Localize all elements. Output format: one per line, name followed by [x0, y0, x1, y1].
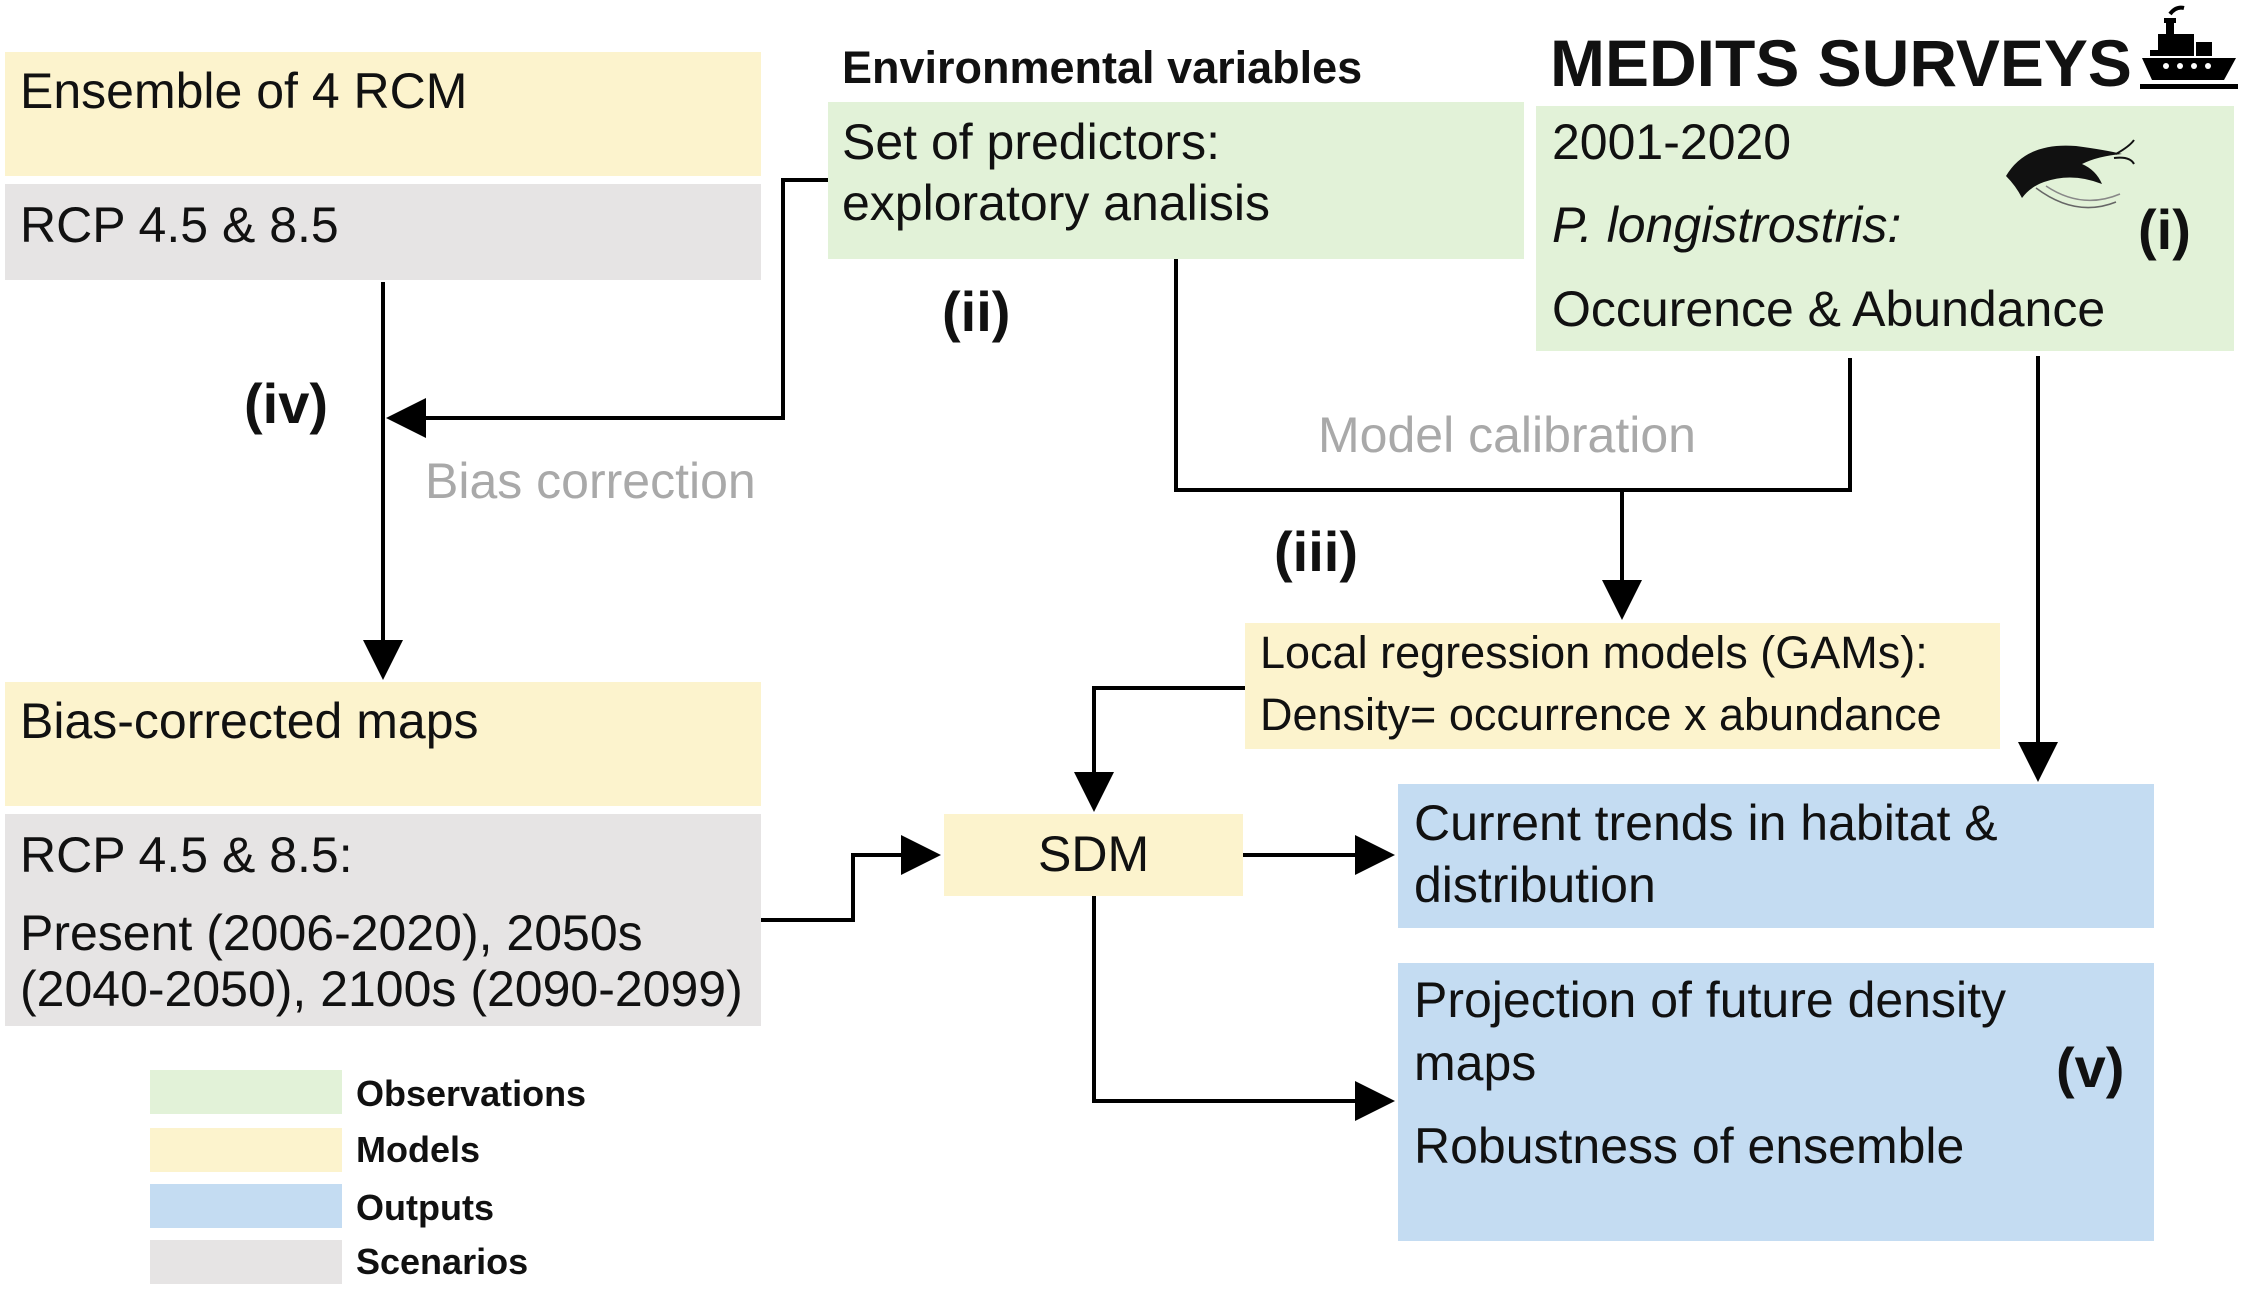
- gam-to-sdm-arrow: [1074, 686, 1245, 812]
- legend: Observations Models Outputs Scenarios: [150, 1068, 610, 1288]
- medits-heading: MEDITS SURVEYS: [1550, 26, 2132, 100]
- env-line-2: exploratory analisis: [842, 175, 1270, 231]
- robustness-text: Robustness of ensemble: [1414, 1118, 1965, 1174]
- sdm-label: SDM: [1038, 826, 1150, 882]
- gam-line-2: Density= occurrence x abundance: [1260, 689, 1942, 740]
- future-projection-box: [1398, 963, 2154, 1241]
- gam-line-1: Local regression models (GAMs):: [1260, 627, 1928, 678]
- legend-label-models: Models: [356, 1129, 481, 1170]
- legend-label-outputs: Outputs: [356, 1187, 494, 1228]
- legend-swatch-scenarios: [150, 1240, 342, 1284]
- rcm-ensemble-box: [5, 52, 761, 176]
- bias-scenario-box: [5, 814, 761, 1026]
- legend-swatch-outputs: [150, 1184, 342, 1228]
- rcm-scenario-text: RCP 4.5 & 8.5: [20, 197, 339, 253]
- bias-maps-scenario: RCP 4.5 & 8.5:: [20, 827, 353, 883]
- step-label-ii: (ii): [942, 280, 1011, 343]
- shrimp-icon: [1996, 136, 2136, 216]
- sdm-box: [944, 814, 1243, 896]
- sdm-to-future-arrow: [1092, 896, 1395, 1121]
- bias-correction-label: Bias correction: [425, 453, 756, 509]
- gam-box: [1245, 623, 2000, 749]
- legend-label-observations: Observations: [356, 1073, 587, 1114]
- medits-data-box: [1536, 106, 2234, 351]
- medits-species: P. longistrostris:: [1552, 197, 1902, 253]
- current-trends-box: [1398, 784, 2154, 928]
- bias-correction-connector: [386, 178, 828, 438]
- legend-swatch-observations: [150, 1070, 342, 1114]
- legend-swatch-models: [150, 1128, 342, 1172]
- step-label-iii: (iii): [1274, 520, 1358, 583]
- future-projection-line-1: Projection of future density: [1414, 972, 2006, 1028]
- current-trends-line-2: distribution: [1414, 857, 1656, 913]
- rcm-scenario-box: [5, 184, 761, 280]
- env-calibration-line: [1174, 259, 1852, 492]
- env-heading: Environmental variables: [842, 42, 1363, 93]
- medits-metric: Occurence & Abundance: [1552, 281, 2106, 337]
- current-trends-line-1: Current trends in habitat &: [1414, 795, 1998, 851]
- env-predictors-box: [828, 102, 1524, 259]
- bias-maps-title: Bias-corrected maps: [20, 693, 479, 749]
- medits-years: 2001-2020: [1552, 114, 1792, 170]
- model-calibration-label: Model calibration: [1318, 407, 1696, 463]
- step-label-i: (i): [2138, 198, 2191, 261]
- step-label-v: (v): [2056, 1036, 2125, 1099]
- ship-icon: [2140, 2, 2238, 90]
- bias-maps-to-sdm-arrow: [761, 835, 941, 922]
- bias-maps-periods-1: Present (2006-2020), 2050s: [20, 905, 643, 961]
- bias-maps-box: [5, 682, 761, 806]
- step-label-iv: (iv): [244, 372, 328, 435]
- env-line-1: Set of predictors:: [842, 114, 1220, 170]
- future-projection-line-2: maps: [1414, 1035, 1537, 1091]
- rcm-ensemble-title: Ensemble of 4 RCM: [20, 63, 468, 119]
- legend-label-scenarios: Scenarios: [356, 1241, 529, 1282]
- bias-maps-periods-2: (2040-2050), 2100s (2090-2099): [20, 961, 743, 1017]
